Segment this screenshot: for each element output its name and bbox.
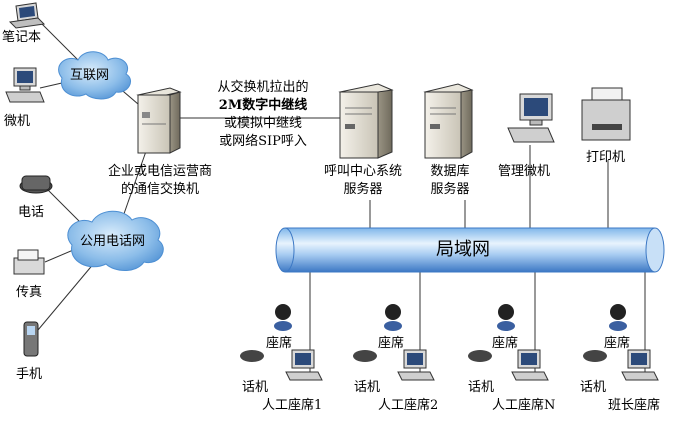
printer-icon xyxy=(581,87,631,141)
internet-label: 互联网 xyxy=(70,68,110,83)
agent-n-name-label: 人工座席N xyxy=(492,398,556,413)
switch-label-line2: 的通信交换机 xyxy=(120,182,199,197)
agent-n-phone-label: 话机 xyxy=(468,380,495,395)
laptop-icon xyxy=(8,2,46,29)
database-server-label-line2: 服务器 xyxy=(430,182,470,197)
line-laptop-internet xyxy=(39,21,81,63)
line-switch-pstn xyxy=(119,139,151,226)
agent-2-phone-icon xyxy=(353,350,377,362)
admin-pc-icon xyxy=(507,93,555,143)
laptop-label: 笔记本 xyxy=(2,30,42,45)
call-center-server-label-line2: 服务器 xyxy=(343,182,383,197)
agent-2-seat-label: 座席 xyxy=(378,336,405,351)
leader-phone-icon xyxy=(583,350,607,362)
agent-1-phone-icon xyxy=(240,350,264,362)
lan-tube xyxy=(275,227,665,273)
call-center-server-label-line1: 呼叫中心系统 xyxy=(323,164,402,179)
call-center-server-icon xyxy=(338,83,394,159)
database-server-icon xyxy=(423,83,474,159)
agent-group-2 xyxy=(353,304,435,381)
switch-label-line1: 企业或电信运营商 xyxy=(107,164,212,179)
trunk-note-line3: 或模拟中继线 xyxy=(223,116,302,131)
leader-person-icon xyxy=(610,304,626,320)
leader-phone-label: 话机 xyxy=(580,380,607,395)
agent-1-name-label: 人工座席1 xyxy=(262,398,323,413)
pstn-cloud xyxy=(67,210,164,271)
pc-icon xyxy=(5,67,45,103)
trunk-note-line1: 从交换机拉出的 xyxy=(217,80,309,95)
leader-name-label: 班长座席 xyxy=(608,398,661,413)
pstn-label: 公用电话网 xyxy=(80,234,146,249)
agent-2-name-label: 人工座席2 xyxy=(378,398,439,413)
pc-label: 微机 xyxy=(4,114,31,129)
internet-cloud xyxy=(58,51,131,100)
mobile-icon xyxy=(23,321,39,357)
agent-2-person-icon xyxy=(385,304,401,320)
agent-group-leader xyxy=(583,304,659,381)
switch-server-icon xyxy=(136,87,182,154)
agent-1-seat-label: 座席 xyxy=(266,336,293,351)
fax-label: 传真 xyxy=(16,285,43,300)
fax-icon xyxy=(13,249,45,275)
trunk-note-line4: 或网络SIP呼入 xyxy=(219,134,307,149)
agent-group-n xyxy=(468,304,549,381)
printer-label: 打印机 xyxy=(586,150,626,165)
agent-1-phone-label: 话机 xyxy=(242,380,269,395)
trunk-note-line2: 2M数字中继线 xyxy=(218,98,308,113)
database-server-label-line1: 数据库 xyxy=(430,164,470,179)
agent-group-1 xyxy=(240,304,323,381)
phone-label: 电话 xyxy=(18,205,45,220)
line-mobile-pstn xyxy=(37,261,96,331)
leader-seat-label: 座席 xyxy=(604,336,631,351)
admin-pc-label: 管理微机 xyxy=(498,164,551,179)
mobile-label: 手机 xyxy=(16,367,43,382)
agent-n-person-icon xyxy=(498,304,514,320)
agent-1-person-icon xyxy=(275,304,291,320)
agent-n-seat-label: 座席 xyxy=(492,336,519,351)
phone-icon xyxy=(19,175,53,194)
agent-n-phone-icon xyxy=(468,350,492,362)
agent-2-phone-label: 话机 xyxy=(354,380,381,395)
lan-label: 局域网 xyxy=(436,239,490,260)
